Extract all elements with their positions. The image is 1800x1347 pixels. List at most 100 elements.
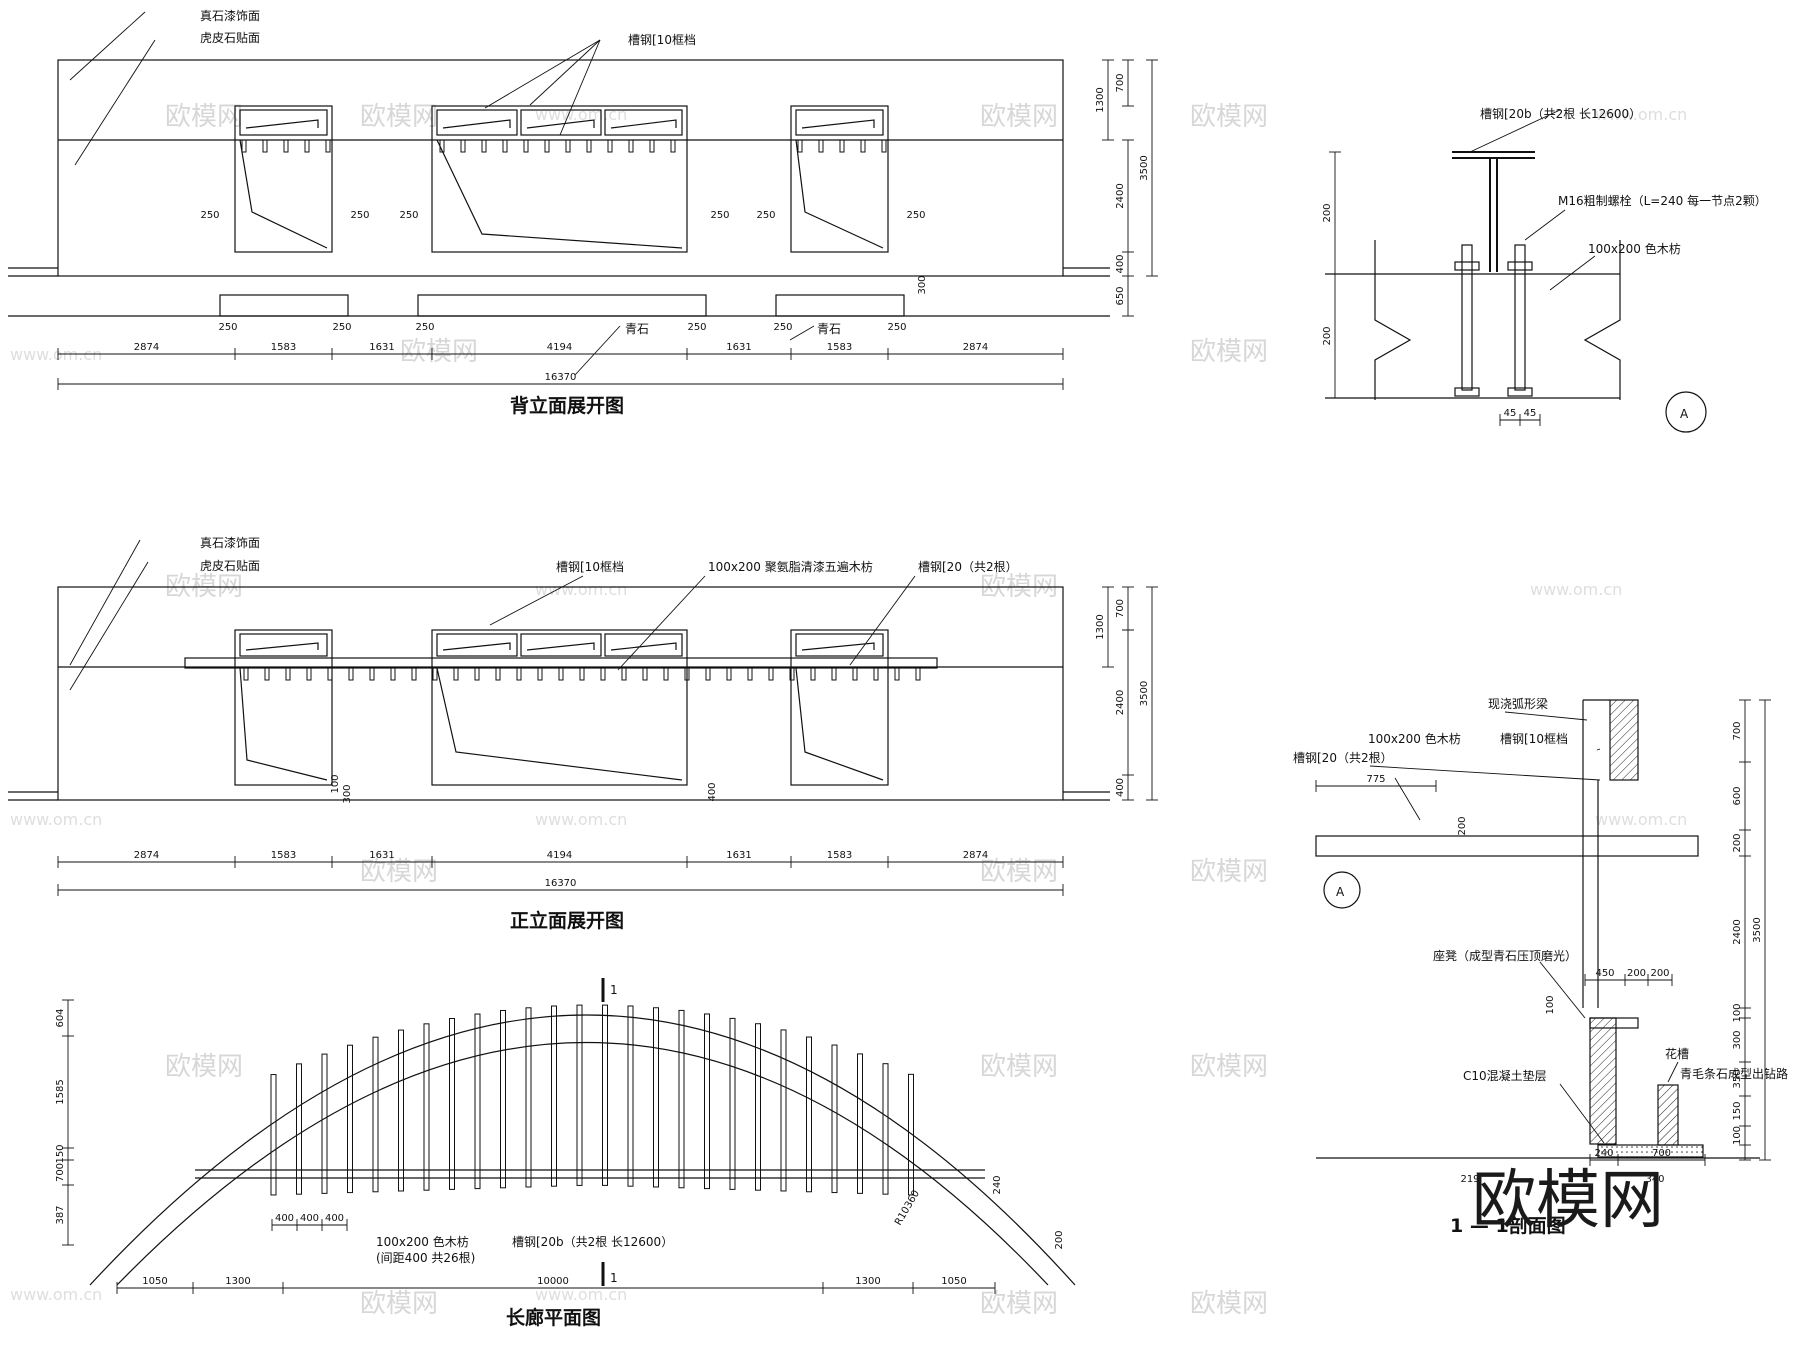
plan-timber [857, 1053, 863, 1194]
joist [453, 667, 459, 681]
watermark-mark: 欧模网 [1190, 857, 1268, 887]
section-right-vdim-8: 100 [1732, 1126, 1743, 1145]
plan-timber [653, 1007, 659, 1188]
section-ground-1: 340 [1645, 1174, 1664, 1185]
back-gap-5: 250 [887, 322, 906, 333]
plan-timber [347, 1044, 353, 1194]
back-finish-stone-label: 虎皮石贴面 [200, 31, 260, 45]
front-finish-paint-label: 真石漆饰面 [200, 536, 260, 550]
joist [262, 139, 268, 153]
front-r1-vdim-0: 700 [1115, 599, 1126, 618]
detail-left-vdim-1: 200 [1322, 326, 1333, 345]
joist [705, 667, 711, 681]
joist [537, 667, 543, 681]
back-dim-0: 2874 [134, 342, 159, 353]
plan-dim-1: 1300 [225, 1276, 250, 1287]
plan-timber-note: (间距400 共26根) [376, 1251, 475, 1265]
watermark-mark: 欧模网 [360, 857, 438, 887]
detail-a [1325, 151, 1707, 433]
leader-line [617, 575, 706, 671]
joist [839, 139, 845, 153]
watermark-mark: 欧模网 [1190, 1289, 1268, 1319]
back-dim-3: 4194 [547, 342, 572, 353]
section-channel20-label: 槽钢[20（共2根） [1293, 751, 1393, 765]
section-labels: 现浇弧形梁 100x200 色木枋 槽钢[10框档 槽钢[20（共2根） 座凳（… [1293, 696, 1788, 1237]
front-elevation [8, 586, 1110, 801]
joist [860, 139, 866, 153]
leader-line [69, 561, 149, 691]
plan-small-dim-1: 400 [300, 1213, 319, 1224]
section-seat-dim-2: 200 [1650, 968, 1669, 979]
joist [768, 667, 774, 681]
joist [642, 667, 648, 681]
leader-line [1596, 748, 1601, 751]
front-elevation-title: 正立面展开图 [510, 909, 624, 932]
plan-left-vdim-1: 1585 [55, 1079, 66, 1104]
section-concrete-label: C10混凝土垫层 [1463, 1068, 1547, 1083]
back-dim-4: 1631 [726, 342, 751, 353]
joist [607, 139, 613, 153]
front-dim-0: 2874 [134, 850, 159, 861]
joist [894, 667, 900, 681]
back-gap-3: 250 [687, 322, 706, 333]
detail-a-timber-label: 100x200 色木枋 [1588, 241, 1681, 256]
plan-timber [627, 1005, 634, 1187]
back-dim-6: 2874 [963, 342, 988, 353]
leader-line [1504, 711, 1588, 721]
section-tag: A [1336, 885, 1345, 899]
joist [495, 667, 501, 681]
detail-a-channel-label: 槽钢[20b（共2根 长12600） [1480, 107, 1641, 121]
section-1-1 [1315, 699, 1760, 1159]
joist [241, 139, 247, 153]
joist [649, 139, 655, 153]
plan-side-1: 200 [1054, 1230, 1065, 1249]
back-bluestone-label-1: 青石 [625, 322, 649, 336]
back-side-3: 250 [710, 210, 729, 221]
plan-timber [398, 1029, 404, 1192]
watermark-mark: 欧模网 [360, 1289, 438, 1319]
joist [306, 667, 312, 681]
plan-title: 长廊平面图 [506, 1306, 601, 1329]
leader-line [69, 11, 146, 81]
section-ground-0: 219 [1460, 1174, 1479, 1185]
section-beam-label: 现浇弧形梁 [1488, 696, 1548, 711]
watermark-mark: 欧模网 [165, 1052, 243, 1082]
joist [243, 667, 249, 681]
plan-left-vdim-0: 604 [55, 1008, 66, 1027]
joist [621, 667, 627, 681]
joist [789, 667, 795, 681]
detail-dim-1: 45 [1524, 408, 1537, 419]
plan-timber [831, 1044, 838, 1194]
plan-timber [372, 1036, 379, 1193]
plan-timber [551, 1005, 557, 1187]
detail-a-tag: A [1680, 407, 1689, 421]
back-gap-2: 250 [415, 322, 434, 333]
plan-dim-2: 10000 [537, 1276, 569, 1287]
watermark-mark: 欧模网 [980, 1052, 1058, 1082]
joist [726, 667, 732, 681]
section-seat-label: 座凳（成型青石压顶磨光） [1433, 948, 1577, 963]
back-dim-5: 1583 [827, 342, 852, 353]
watermark-mark: 欧模网 [980, 1289, 1058, 1319]
front-small-0: 100 [330, 774, 341, 793]
section-base-dim-0: 240 [1594, 1148, 1613, 1159]
joist [670, 139, 676, 153]
joist [586, 139, 592, 153]
front-dim-1: 1583 [271, 850, 296, 861]
watermark-mark: 欧模网 [980, 857, 1058, 887]
detail-dim-0: 45 [1504, 408, 1517, 419]
joist [628, 139, 634, 153]
section-top-1: 200 [1457, 816, 1468, 835]
section-title: 1 — 1剖面图 [1450, 1214, 1566, 1237]
watermark-url: www.om.cn [10, 345, 102, 364]
front-elevation-labels: 真石漆饰面 虎皮石贴面 槽钢[10框档 100x200 聚氨脂清漆五遍木枋 槽钢… [200, 536, 1018, 932]
watermark-url: www.om.cn [535, 1285, 627, 1304]
watermark-url: www.om.cn [535, 580, 627, 599]
joist [579, 667, 585, 681]
joist [283, 139, 289, 153]
leader-line [489, 575, 584, 626]
back-r3-vdim-2: 650 [1115, 286, 1126, 305]
section-right-vdim-2: 200 [1732, 833, 1743, 852]
plan-timber [423, 1023, 430, 1191]
